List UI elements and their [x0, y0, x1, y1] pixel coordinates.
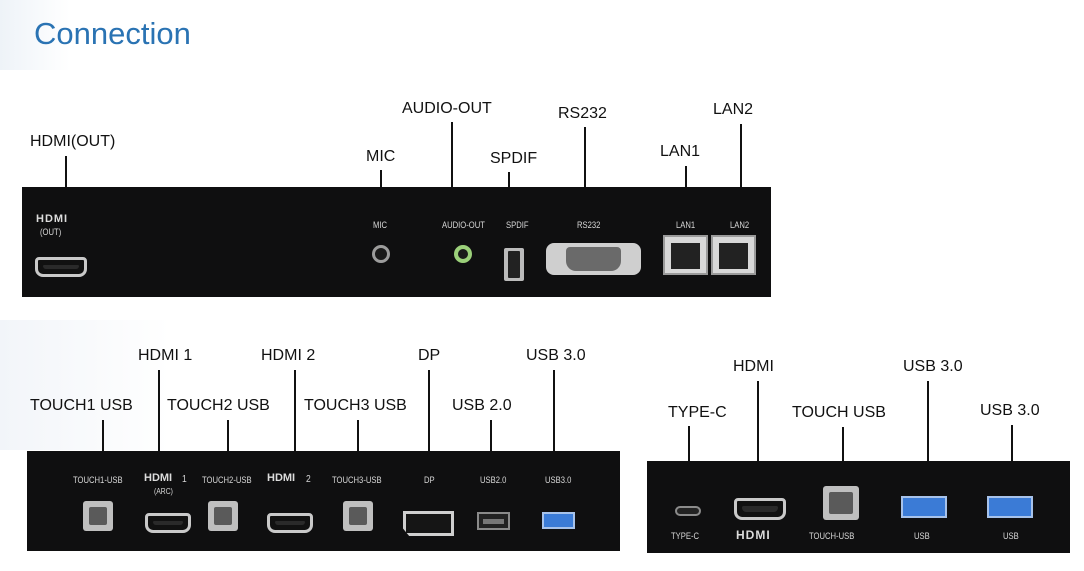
type-c-label: TYPE-C — [671, 531, 700, 541]
callout-hdmi: HDMI — [733, 358, 774, 375]
hdmi1-port — [145, 513, 191, 533]
usb-label-a: USB — [914, 531, 930, 541]
leader-line — [757, 381, 759, 462]
usb20-label: USB2.0 — [480, 475, 507, 485]
lan1-label: LAN1 — [676, 220, 696, 230]
leader-line — [428, 370, 430, 462]
audio-out-jack — [454, 245, 472, 263]
touch2-usb-label: TOUCH2-USB — [202, 475, 252, 485]
lan2-label: LAN2 — [730, 220, 750, 230]
callout-touch1-usb: TOUCH1 USB — [30, 397, 133, 414]
leader-line — [102, 420, 104, 462]
mic-label: MIC — [373, 220, 388, 230]
usb30-port-b — [987, 496, 1033, 518]
callout-usb30: USB 3.0 — [526, 347, 586, 364]
callout-hdmi2: HDMI 2 — [261, 347, 316, 364]
leader-line — [1011, 425, 1013, 462]
leader-line — [927, 381, 929, 462]
callout-mic: MIC — [366, 148, 396, 165]
touch1-usb-label: TOUCH1-USB — [73, 475, 123, 485]
touch-usb-port — [823, 486, 859, 520]
callout-lan1: LAN1 — [660, 143, 701, 160]
callout-usb30b: USB 3.0 — [980, 402, 1040, 419]
hdmi-logo: HDMI — [736, 528, 771, 542]
dp-port — [403, 511, 454, 536]
hdmi-port — [734, 498, 786, 520]
hdmi-out-port — [35, 257, 87, 277]
callout-audio-out: AUDIO-OUT — [402, 100, 492, 117]
leader-line — [842, 427, 844, 462]
lan1-port — [663, 235, 708, 275]
callout-spdif: SPDIF — [490, 150, 538, 167]
leader-line — [688, 426, 690, 462]
callout-touch2-usb: TOUCH2 USB — [167, 397, 270, 414]
leader-line — [685, 166, 687, 206]
section-tint — [0, 320, 170, 450]
touch1-usb-port — [83, 501, 113, 531]
page-title: Connection — [34, 16, 191, 51]
callout-hdmi-out: HDMI(OUT) — [30, 133, 116, 150]
leader-line — [451, 122, 453, 206]
leader-line — [227, 420, 229, 462]
usb30-port — [542, 512, 575, 529]
usb-label-b: USB — [1003, 531, 1019, 541]
hdmi-logo: HDMI — [36, 213, 69, 225]
leader-line — [740, 124, 742, 206]
audio-out-label: AUDIO-OUT — [442, 220, 485, 230]
leader-line — [553, 370, 555, 462]
callout-rs232: RS232 — [558, 105, 607, 122]
leader-line — [294, 370, 296, 462]
callout-usb30a: USB 3.0 — [903, 358, 963, 375]
usb30-port-a — [901, 496, 947, 518]
callout-touch3-usb: TOUCH3 USB — [304, 397, 407, 414]
leader-line — [357, 420, 359, 462]
leader-line — [584, 127, 586, 206]
touch2-usb-port — [208, 501, 238, 531]
dp-label: DP — [424, 475, 435, 485]
hdmi-out-label: (OUT) — [40, 227, 62, 237]
touch-usb-label: TOUCH-USB — [809, 531, 855, 541]
bottom-right-io-panel: TYPE-C HDMI TOUCH-USB USB USB — [647, 461, 1070, 553]
mic-jack — [372, 245, 390, 263]
type-c-port — [675, 506, 701, 516]
top-io-panel: HDMI (OUT) MIC AUDIO-OUT SPDIF RS232 LAN… — [22, 187, 771, 297]
usb30-label: USB3.0 — [545, 475, 572, 485]
touch3-usb-label: TOUCH3-USB — [332, 475, 382, 485]
callout-dp: DP — [418, 347, 441, 364]
leader-line — [490, 420, 492, 462]
hdmi1-arc-label: (ARC) — [154, 487, 173, 496]
callout-lan2: LAN2 — [713, 101, 754, 118]
callout-touch-usb: TOUCH USB — [792, 404, 886, 421]
hdmi1-number: 1 — [182, 474, 187, 485]
callout-usb20: USB 2.0 — [452, 397, 512, 414]
callout-hdmi1: HDMI 1 — [138, 347, 193, 364]
hdmi2-number: 2 — [306, 474, 311, 485]
rs232-label: RS232 — [577, 220, 601, 230]
leader-line — [158, 370, 160, 462]
leader-line — [65, 156, 67, 206]
usb20-port — [477, 512, 510, 530]
header-tint — [0, 0, 70, 70]
rs232-port — [546, 243, 641, 275]
spdif-label: SPDIF — [506, 220, 529, 230]
lan2-port — [711, 235, 756, 275]
callout-type-c: TYPE-C — [668, 404, 727, 421]
spdif-port — [504, 248, 524, 281]
hdmi2-logo: HDMI — [267, 472, 296, 484]
hdmi2-port — [267, 513, 313, 533]
touch3-usb-port — [343, 501, 373, 531]
bottom-left-io-panel: TOUCH1-USB HDMI 1 (ARC) TOUCH2-USB HDMI … — [27, 451, 620, 551]
hdmi1-logo: HDMI — [144, 472, 173, 484]
